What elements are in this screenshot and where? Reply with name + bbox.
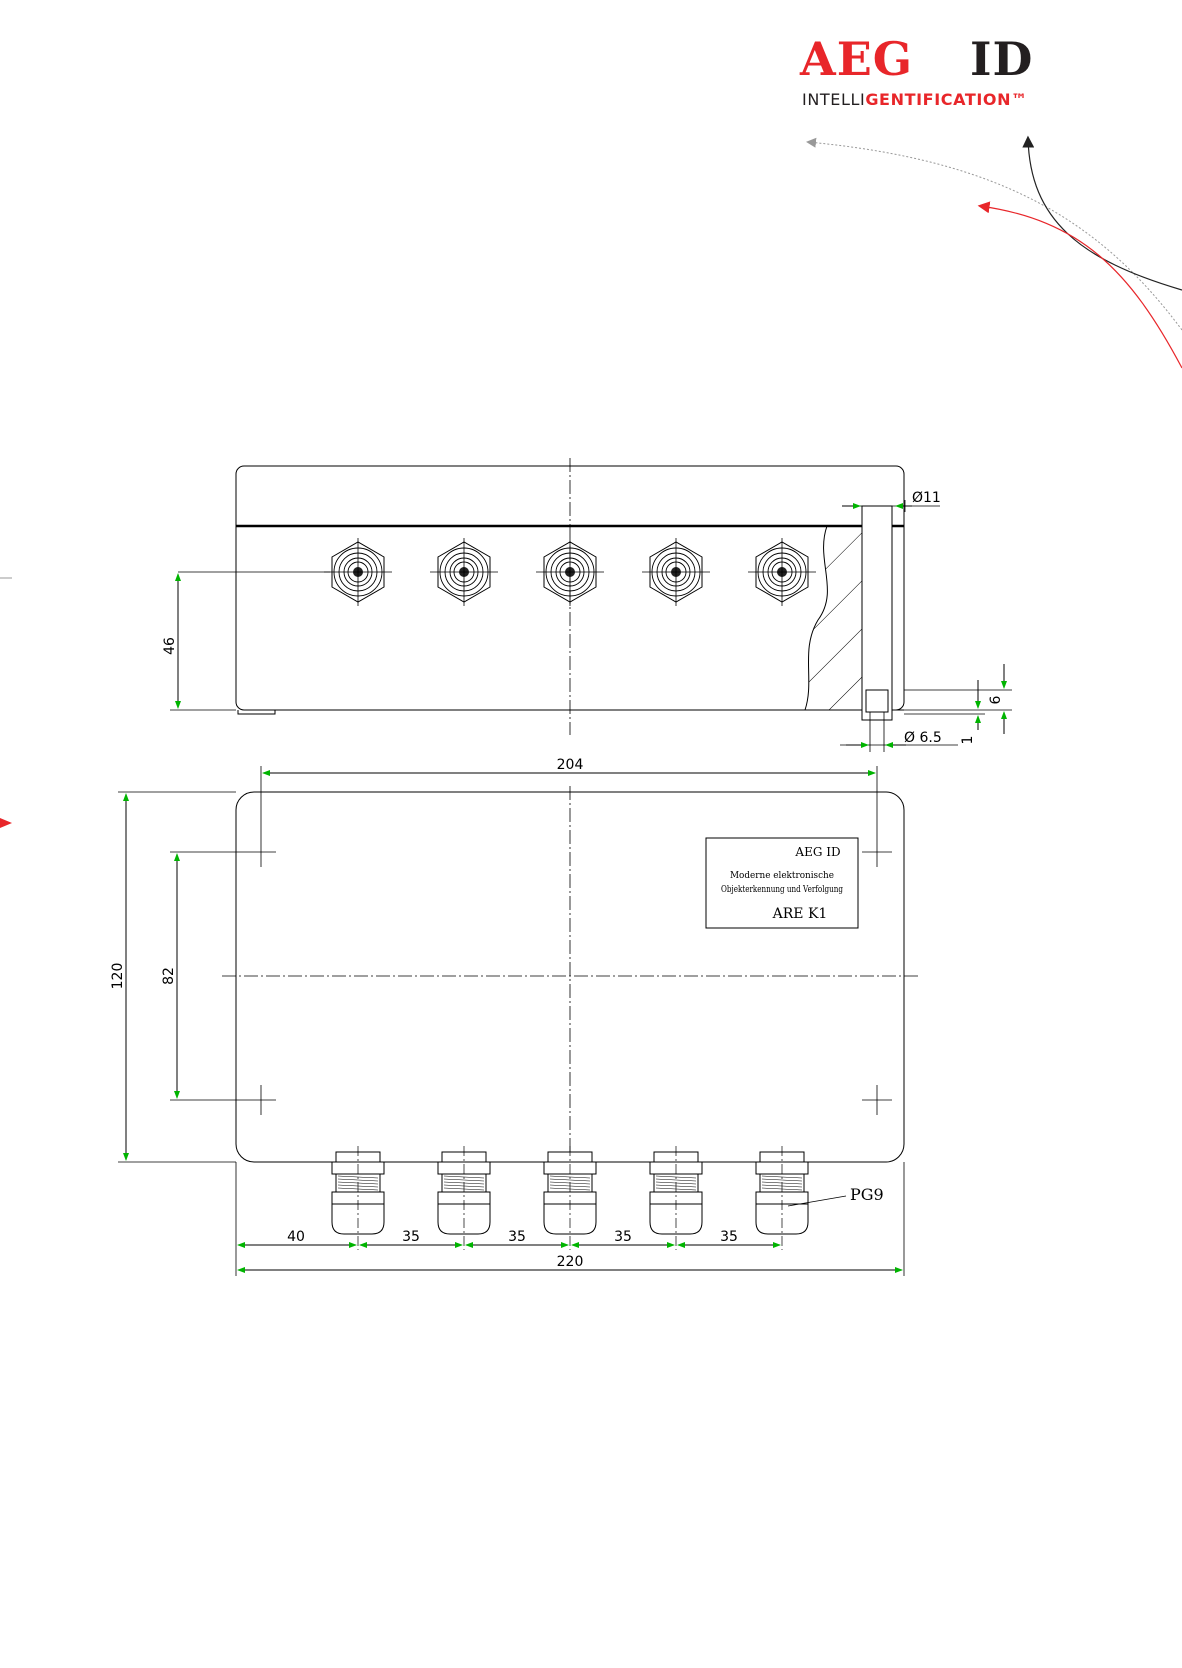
side-gland-4 (642, 538, 710, 606)
dim-11-label: Ø11 (912, 490, 941, 506)
bore-channel (862, 506, 892, 720)
nameplate-line1: AEG ID (794, 845, 840, 859)
top-gland-2 (438, 1146, 490, 1250)
top-gland-1 (332, 1146, 384, 1250)
dim-pitch-label-4: 35 (614, 1229, 632, 1245)
side-gland-5 (748, 538, 816, 606)
dim-pitch-label-2: 35 (402, 1229, 420, 1245)
dim-204-label: 204 (557, 757, 584, 773)
dim-1-label: 1 (960, 736, 976, 745)
side-foot (238, 710, 275, 714)
dim-pitch-label-5: 35 (720, 1229, 738, 1245)
mounting-hole-tr (862, 837, 892, 867)
mounting-hole-tl (246, 837, 276, 867)
nameplate-line2: Moderne elektronische (730, 870, 834, 881)
nameplate: AEG ID Moderne elektronische Objekterken… (706, 838, 858, 928)
side-view: 46 Ø11 Ø 6.5 6 1 (162, 458, 1012, 752)
mounting-hole-br (862, 1085, 892, 1115)
dim-120-label: 120 (110, 963, 126, 990)
side-gland-1 (324, 538, 392, 606)
nameplate-line3: Objekterkennung und Verfolgung (721, 884, 843, 895)
mounting-hole-bl (246, 1085, 276, 1115)
hatched-section (805, 526, 862, 710)
side-gland-3 (536, 538, 604, 606)
dim-220-label: 220 (557, 1254, 584, 1270)
top-gland-5 (756, 1146, 808, 1250)
top-gland-4 (650, 1146, 702, 1250)
dim-pitch-label-1: 40 (287, 1229, 305, 1245)
pg9-label: PG9 (850, 1185, 884, 1204)
nameplate-line4: ARE K1 (772, 906, 828, 922)
dim-65-label: Ø 6.5 (904, 730, 942, 746)
top-gland-3 (544, 1146, 596, 1250)
dim-pitch-label-3: 35 (508, 1229, 526, 1245)
dim-6-label: 6 (988, 695, 1004, 704)
side-gland-2 (430, 538, 498, 606)
dim-46-label: 46 (162, 637, 178, 655)
top-view: 204 120 82 AEG ID Moderne elektronische … (110, 757, 918, 1276)
side-glands (324, 538, 816, 606)
dim-82-label: 82 (161, 967, 177, 985)
